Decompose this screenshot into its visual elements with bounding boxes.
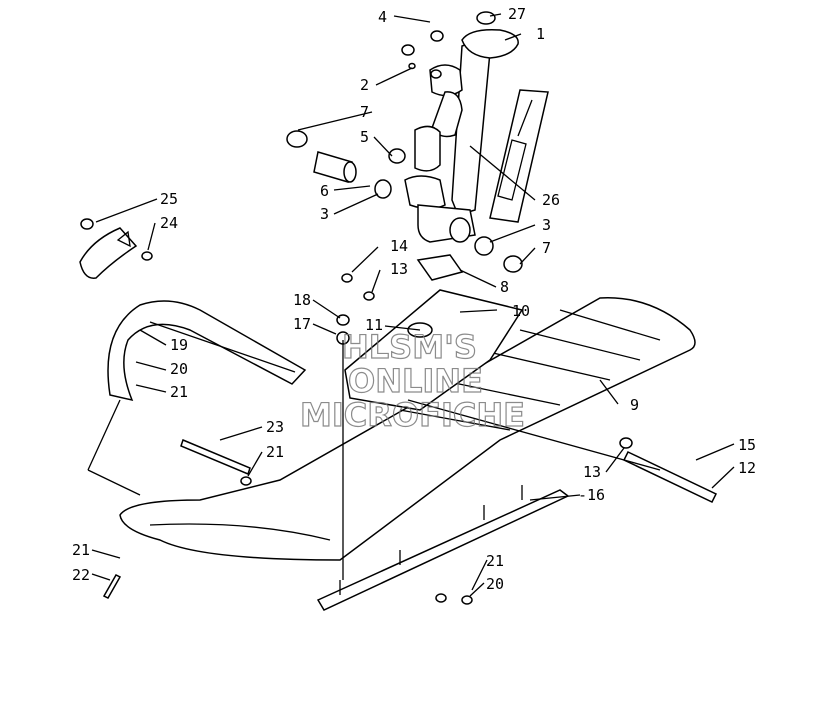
- callout-27: 27: [508, 5, 526, 23]
- handle-part: [79, 218, 153, 279]
- callout-22: 22: [72, 566, 90, 584]
- ski-body: [119, 297, 696, 561]
- callout-14: 14: [390, 237, 408, 255]
- callout-9: 9: [630, 396, 639, 414]
- callout-26: 26: [542, 191, 560, 209]
- watermark: HLSM'S ONLINE MICROFICHE: [299, 327, 525, 434]
- bolts: [102, 273, 718, 605]
- callout-4: 4: [378, 8, 387, 26]
- callout-21d: 21: [72, 541, 90, 559]
- callout-15: 15: [738, 436, 756, 454]
- decal: [489, 89, 549, 223]
- callout-25: 25: [160, 190, 178, 208]
- callout-20b: 20: [486, 575, 504, 593]
- spindle-assembly: [401, 11, 519, 281]
- callout-21a: 21: [170, 383, 188, 401]
- callout-20a: 20: [170, 360, 188, 378]
- skid-plate: [344, 289, 524, 411]
- callout-7b: 7: [542, 239, 551, 257]
- callout-13a: 13: [390, 260, 408, 278]
- callout-8: 8: [500, 278, 509, 296]
- callout-3b: 3: [542, 216, 551, 234]
- callout-2: 2: [360, 76, 369, 94]
- callout-6: 6: [320, 182, 329, 200]
- ski-loop: [107, 300, 307, 402]
- callout-3a: 3: [320, 205, 329, 223]
- leader-lines: [91, 13, 735, 597]
- callout-5: 5: [360, 128, 369, 146]
- callouts: 4 27 1 2 7 5 6 3 26 3 7 8 10 14 13 18 17…: [72, 5, 756, 593]
- callout-24: 24: [160, 214, 178, 232]
- callout-12: 12: [738, 459, 756, 477]
- callout-18: 18: [293, 291, 311, 309]
- callout-16: -16: [578, 486, 605, 504]
- callout-21c: 21: [486, 552, 504, 570]
- callout-23: 23: [266, 418, 284, 436]
- reference-lines: [87, 340, 661, 580]
- callout-1: 1: [536, 25, 545, 43]
- callout-17: 17: [293, 315, 311, 333]
- callout-13b: 13: [583, 463, 601, 481]
- watermark-line-1: HLSM'S: [342, 328, 477, 366]
- callout-21b: 21: [266, 443, 284, 461]
- callout-7a: 7: [360, 103, 369, 121]
- bushings: [286, 130, 523, 273]
- callout-19: 19: [170, 336, 188, 354]
- watermark-line-3: MICROFICHE: [300, 396, 525, 434]
- callout-10: 10: [512, 302, 530, 320]
- callout-11: 11: [365, 316, 383, 334]
- watermark-line-2: ONLINE: [348, 362, 483, 400]
